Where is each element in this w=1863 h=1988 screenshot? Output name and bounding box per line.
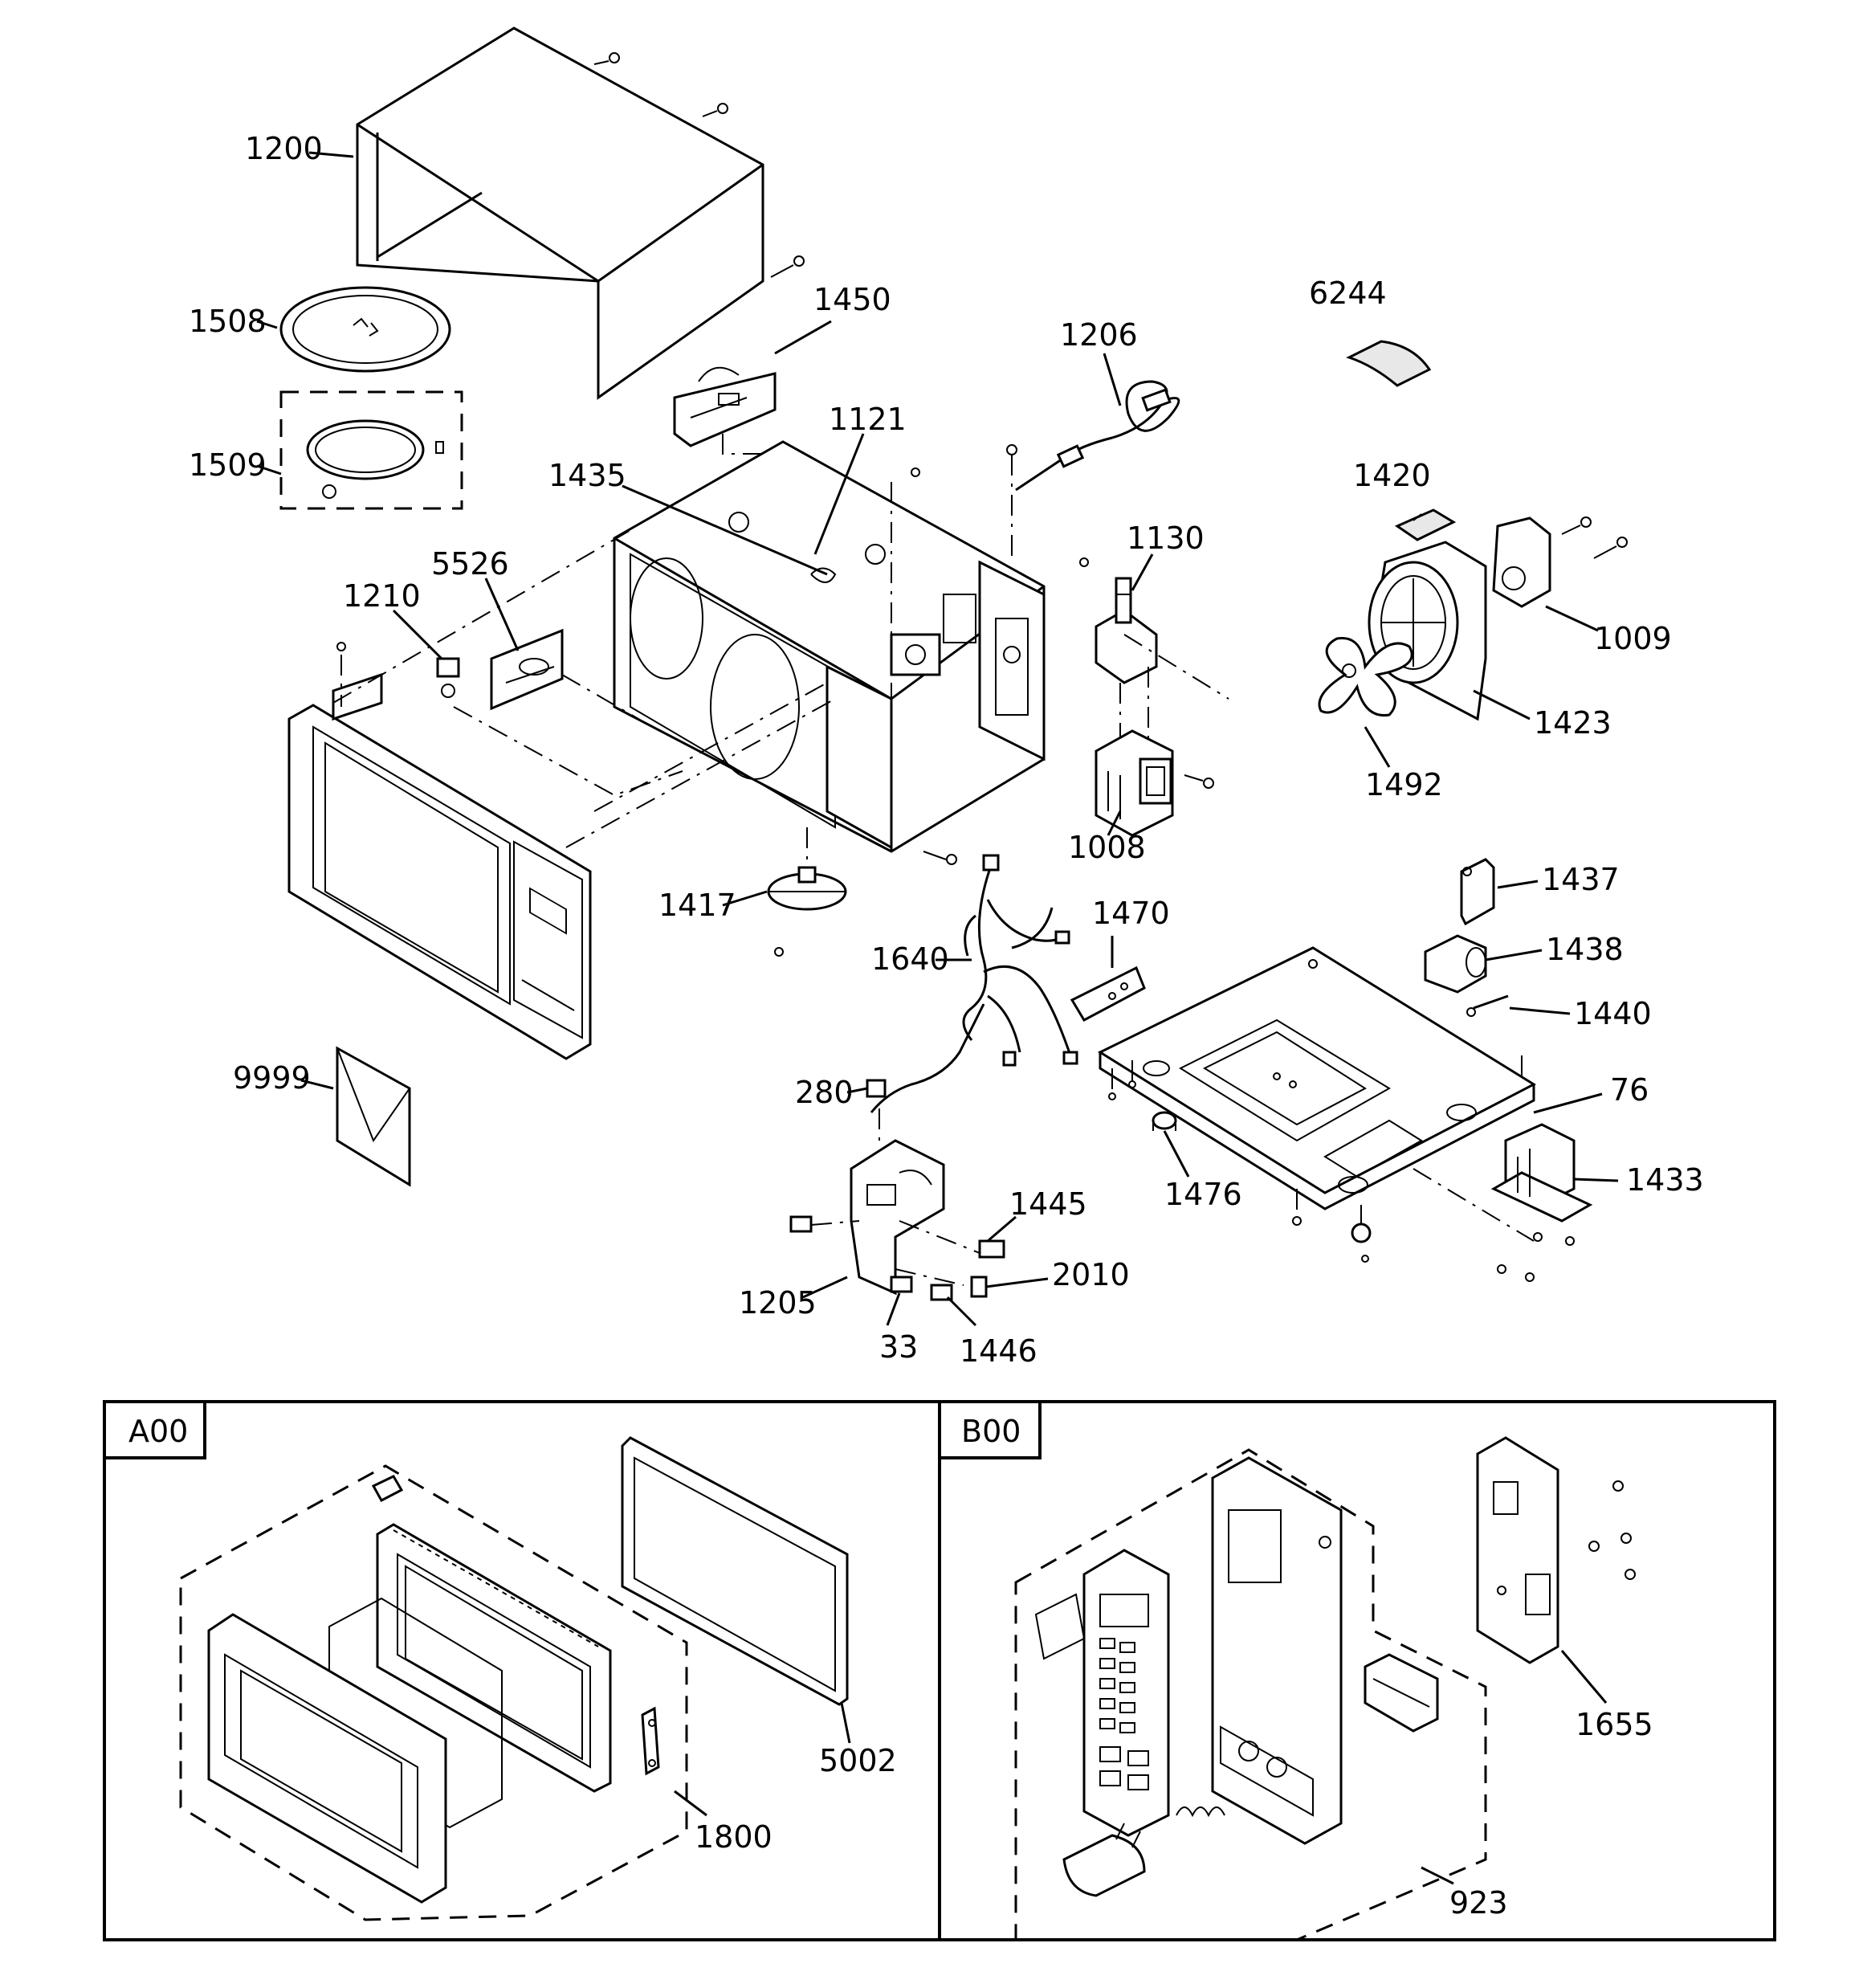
label-1130: 1130 (1127, 520, 1205, 556)
thermostat-part (1394, 508, 1457, 541)
outer-cabinet-part (356, 27, 805, 400)
cover-piece-part (1346, 340, 1432, 387)
base-plate-part (1097, 946, 1537, 1263)
subassembly-labels: 5002 1800 1655 923 (695, 1707, 1653, 1921)
label-1433: 1433 (1626, 1162, 1704, 1198)
label-1445: 1445 (1009, 1186, 1087, 1222)
fan-blade-part (1318, 636, 1413, 717)
base-foot-part (1152, 1111, 1177, 1131)
keypad-buttons (1099, 1638, 1149, 1790)
diode-part (1466, 994, 1509, 1017)
label-1438: 1438 (1546, 932, 1624, 967)
control-panel-assembly (1014, 1436, 1636, 1941)
capacitor-part (1424, 934, 1487, 994)
base-bracket-part (1070, 965, 1146, 1022)
turntable-tray-part (279, 286, 451, 373)
label-76: 76 (1610, 1072, 1649, 1108)
label-1655: 1655 (1576, 1707, 1653, 1742)
label-1476: 1476 (1164, 1177, 1242, 1212)
assembly-guide-lines (332, 529, 1229, 863)
label-1417: 1417 (658, 888, 736, 923)
leader-lines (256, 151, 1619, 1327)
label-1420: 1420 (1353, 458, 1431, 493)
fan-motor-part (1492, 516, 1628, 608)
label-9999: 9999 (233, 1060, 311, 1096)
label-1423: 1423 (1534, 705, 1612, 741)
label-1121: 1121 (829, 402, 907, 437)
control-bracket-part (490, 628, 564, 711)
label-1205: 1205 (739, 1285, 817, 1321)
door-latch-part (436, 657, 460, 698)
label-1210: 1210 (343, 578, 421, 614)
door-assembly-panel (179, 1436, 851, 1921)
power-cord-part (1006, 380, 1180, 562)
turntable-motor-part (767, 866, 847, 957)
label-2010: 2010 (1052, 1257, 1130, 1292)
label-5526: 5526 (431, 546, 509, 582)
magnetron-part (1095, 729, 1214, 837)
wire-harness-part (870, 854, 1078, 1113)
roller-ring-assembly-part (279, 390, 463, 510)
interlock-bracket-part (1095, 577, 1158, 743)
sub-assembly-frame: A00 B00 (103, 1400, 1776, 1941)
fan-duct-part (1368, 541, 1487, 721)
label-33: 33 (879, 1329, 918, 1365)
instruction-sheet-part (336, 1046, 411, 1187)
label-923: 923 (1449, 1885, 1508, 1921)
label-1470: 1470 (1092, 896, 1170, 931)
panel-label-a00: A00 (128, 1414, 188, 1449)
label-1440: 1440 (1574, 996, 1652, 1031)
transformer-part (1490, 1123, 1593, 1282)
label-1640: 1640 (871, 941, 949, 977)
label-1446: 1446 (960, 1333, 1037, 1369)
label-5002: 5002 (819, 1743, 897, 1778)
front-door-panel-part (287, 642, 592, 1060)
panel-label-b00: B00 (961, 1414, 1021, 1449)
label-1008: 1008 (1068, 830, 1146, 865)
part-labels: 1200 1508 1509 1450 1206 6244 1121 1435 … (189, 131, 1704, 1369)
oven-cavity-part (613, 440, 1089, 865)
label-1435: 1435 (548, 458, 626, 493)
label-1009: 1009 (1594, 621, 1672, 656)
capacitor-bracket-part (1460, 858, 1495, 926)
label-1437: 1437 (1542, 862, 1620, 897)
label-1206: 1206 (1060, 317, 1138, 353)
label-1509: 1509 (189, 447, 267, 483)
label-1508: 1508 (189, 304, 267, 339)
label-280: 280 (795, 1075, 854, 1110)
label-1492: 1492 (1365, 767, 1443, 802)
interlock-holder-part (789, 1079, 1005, 1301)
waveguide-cover-part (673, 366, 777, 455)
label-1450: 1450 (813, 282, 891, 317)
label-1200: 1200 (245, 131, 323, 166)
label-6244: 6244 (1309, 276, 1387, 311)
label-1800: 1800 (695, 1819, 773, 1855)
